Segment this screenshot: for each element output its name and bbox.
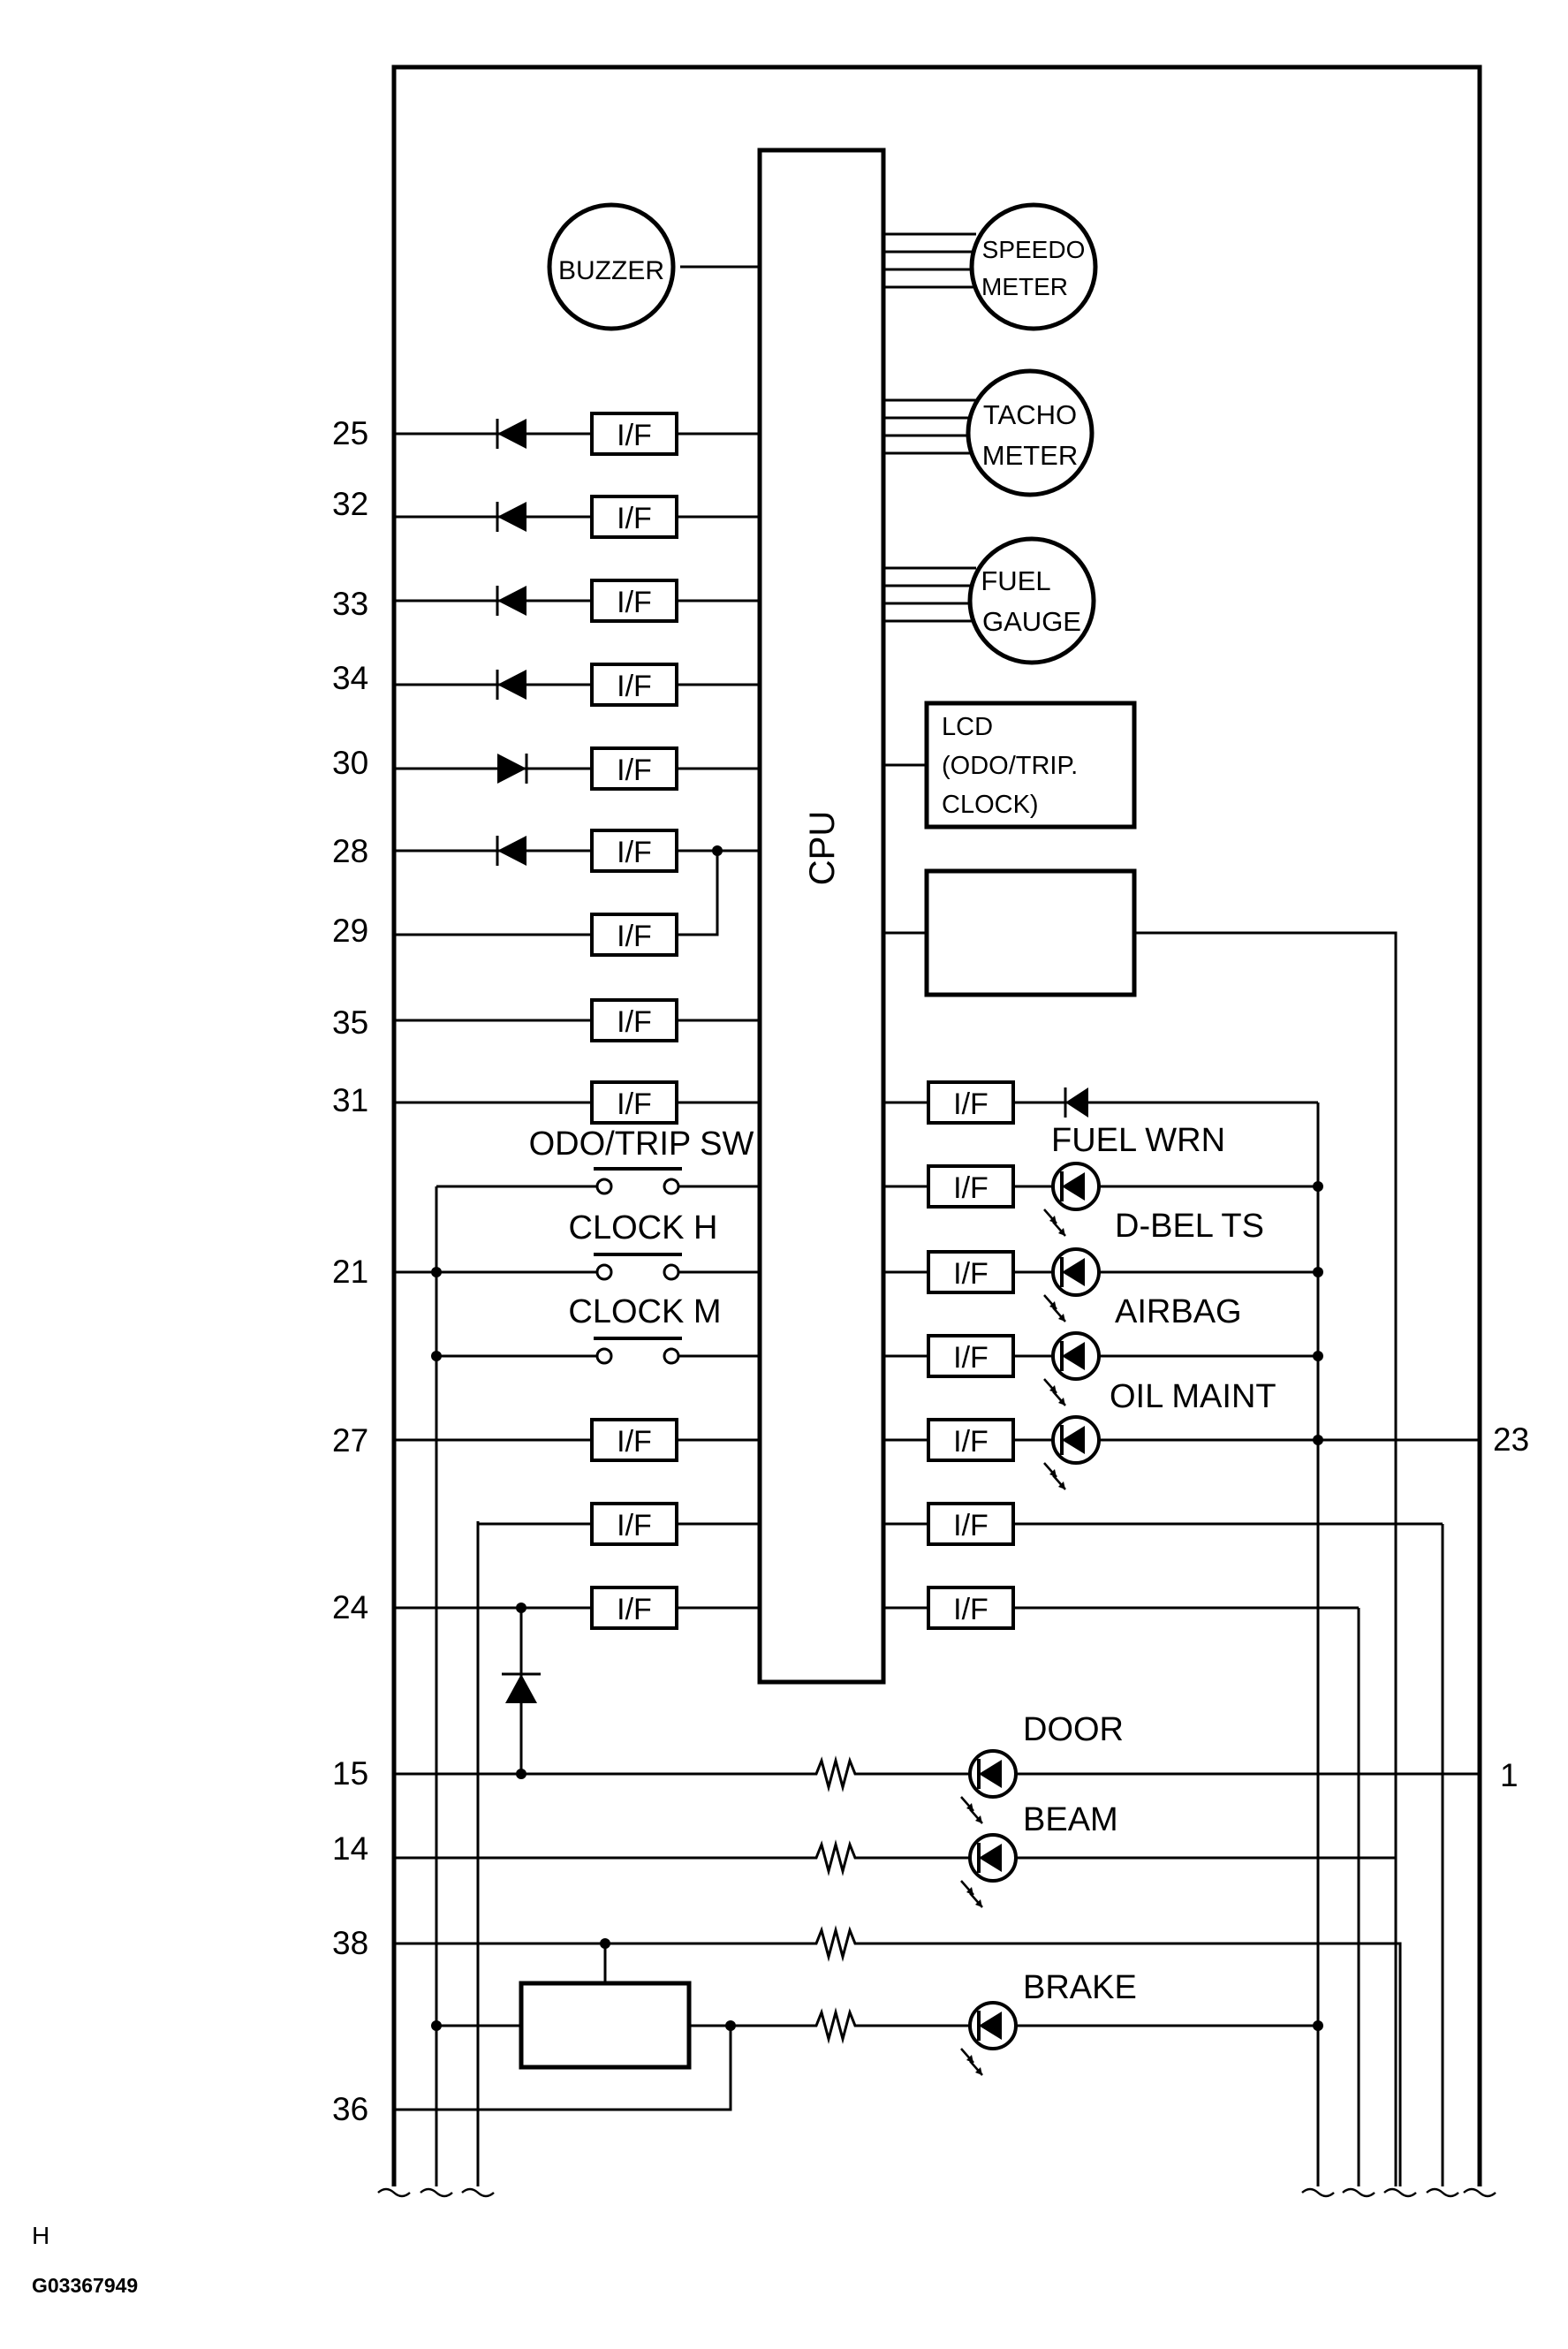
pin-label: 27 [332, 1422, 368, 1459]
pin-label: 28 [332, 833, 368, 869]
if-label: I/F [617, 754, 652, 787]
dbelt-label: D-BEL TS [1115, 1208, 1264, 1245]
pin-label: 29 [332, 913, 368, 949]
tacho-label-1: TACHO [983, 399, 1077, 430]
pin-label: 21 [332, 1254, 368, 1290]
lcd-display: LCD (ODO/TRIP. CLOCK) [883, 701, 1137, 830]
lcd-label-3: CLOCK) [942, 791, 1039, 819]
switch-odo-trip-label: ODO/TRIP SW [529, 1125, 754, 1163]
buzzer: BUZZER [547, 202, 760, 331]
if-label: I/F [617, 586, 652, 619]
if-label: I/F [617, 670, 652, 703]
pin-labels-left: 25 32 33 34 30 28 29 35 31 21 27 24 15 1… [332, 415, 368, 2127]
footer-letter: H [32, 2222, 49, 2249]
wire-break-marks [377, 2187, 1496, 2198]
buzzer-label: BUZZER [558, 256, 664, 285]
tacho-label-2: METER [982, 440, 1079, 471]
fuel-gauge-label-1: FUEL [981, 565, 1050, 596]
if-label: I/F [953, 1593, 989, 1626]
pin-label: 31 [332, 1082, 368, 1118]
lamp-rows: DOOR BEAM BRAKE [394, 1711, 1480, 2186]
pin-label: 32 [332, 486, 368, 522]
tachometer: TACHO METER [883, 368, 1095, 497]
speedo-label-2: METER [981, 273, 1068, 300]
if-label: I/F [617, 1509, 652, 1542]
lower-left-interface-rows: I/F I/F I/F [394, 1418, 760, 1779]
right-indicator-rows: I/F FUEL WRN I/F D-BEL TS I/F AIRBAG I/F… [883, 1080, 1480, 2186]
if-label: I/F [617, 1425, 652, 1459]
pin-label: 14 [332, 1830, 368, 1867]
pin-label: 1 [1500, 1757, 1519, 1793]
if-label: I/F [617, 502, 652, 535]
frame [391, 64, 1482, 2186]
cpu-block: CPU [757, 148, 886, 1685]
fuel-gauge: FUEL GAUGE [883, 536, 1096, 665]
pin-label: 24 [332, 1589, 368, 1625]
oil-maint-label: OIL MAINT [1110, 1378, 1276, 1415]
if-label: I/F [953, 1257, 989, 1291]
if-label: I/F [953, 1341, 989, 1375]
if-label: I/F [953, 1171, 989, 1205]
if-label: I/F [617, 836, 652, 869]
pin-label: 35 [332, 1004, 368, 1041]
if-label: I/F [953, 1087, 989, 1121]
pin-label: 25 [332, 415, 368, 451]
door-label: DOOR [1023, 1711, 1124, 1748]
pin-label: 30 [332, 745, 368, 781]
if-label: I/F [617, 1087, 652, 1121]
fuel-gauge-label-2: GAUGE [982, 606, 1081, 637]
cpu-label: CPU [803, 811, 842, 885]
switch-clock-h-label: CLOCK H [569, 1209, 718, 1246]
speedo-label-1: SPEEDO [982, 236, 1086, 263]
unlabeled-module-right [883, 868, 1398, 2186]
if-label: I/F [953, 1509, 989, 1542]
pin-label: 15 [332, 1755, 368, 1792]
beam-label: BEAM [1023, 1801, 1118, 1838]
lcd-label-2: (ODO/TRIP. [942, 752, 1078, 780]
airbag-label: AIRBAG [1115, 1293, 1242, 1330]
if-label: I/F [617, 419, 652, 452]
pin-label: 23 [1493, 1421, 1529, 1458]
if-label: I/F [617, 1005, 652, 1039]
brake-label: BRAKE [1023, 1969, 1137, 2006]
pin-label: 34 [332, 660, 368, 696]
if-label: I/F [953, 1425, 989, 1459]
pin-label: 33 [332, 586, 368, 622]
fuel-wrn-label: FUEL WRN [1051, 1122, 1225, 1159]
pin-label: 36 [332, 2091, 368, 2127]
lcd-label-1: LCD [942, 713, 993, 741]
left-interface-rows: I/F I/F I/F I/F I/F I/F I/ [394, 412, 760, 1125]
pin-labels-right: 23 1 [1493, 1421, 1529, 1793]
speedometer: SPEEDO METER [883, 202, 1098, 331]
switch-clock-m-label: CLOCK M [568, 1293, 721, 1330]
pin-label: 38 [332, 1925, 368, 1961]
if-label: I/F [617, 920, 652, 953]
switch-rows: ODO/TRIP SW CLOCK H CLOCK M [394, 1125, 760, 2186]
if-label: I/F [617, 1593, 652, 1626]
figure-code: G03367949 [32, 2274, 138, 2297]
